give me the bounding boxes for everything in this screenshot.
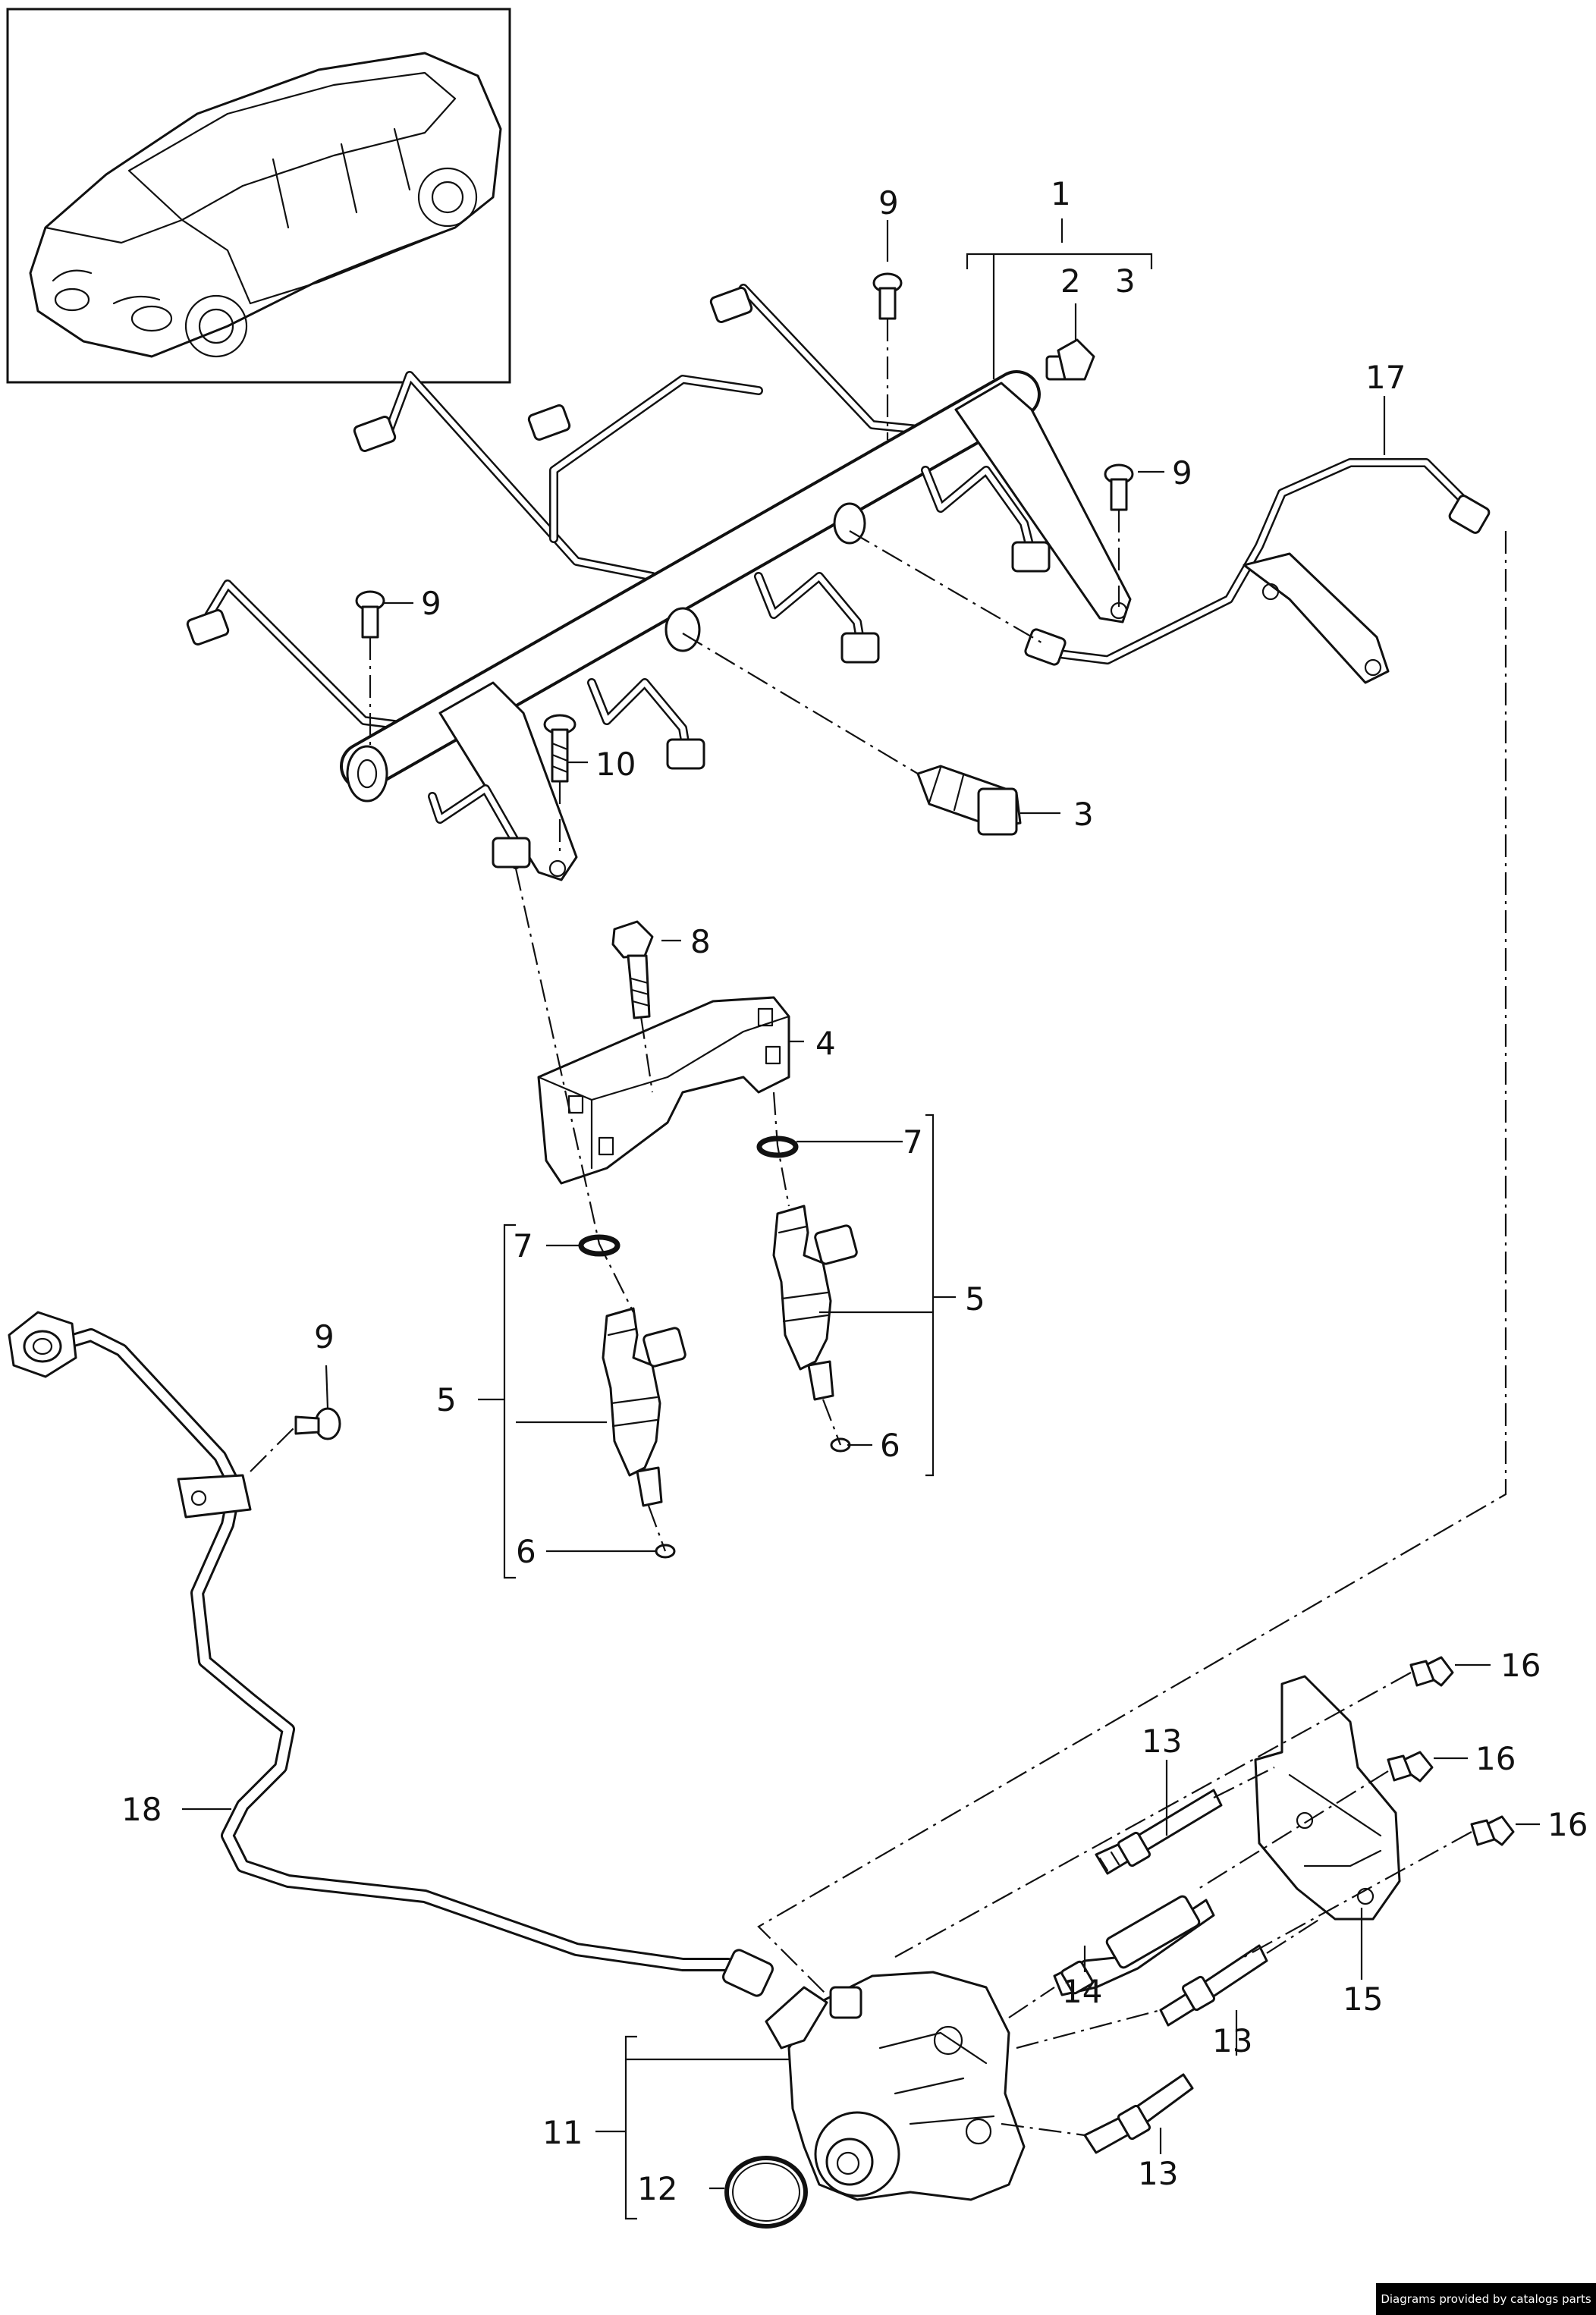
callout-15: 15 xyxy=(1343,1980,1383,2018)
stud-13-bottom xyxy=(1083,2073,1194,2154)
bolt-10 xyxy=(543,714,577,783)
bolt-8 xyxy=(611,920,654,1019)
bracket-4 xyxy=(537,996,790,1185)
injector-5-right xyxy=(772,1205,858,1401)
fuel-rail-assembly xyxy=(186,284,1132,881)
callout-3: 3 xyxy=(1115,262,1136,300)
callout-9: 9 xyxy=(1172,454,1192,492)
callout-9: 9 xyxy=(421,585,441,622)
callout-6: 6 xyxy=(516,1533,536,1570)
bolt-16-bottom xyxy=(1470,1815,1515,1846)
callout-6: 6 xyxy=(880,1427,900,1464)
callout-18: 18 xyxy=(121,1791,162,1828)
stud-13-middle xyxy=(1159,1944,1268,2027)
stud-13-top xyxy=(1095,1789,1223,1875)
callout-labels: 1 2 3 3 4 5 5 6 6 7 7 8 9 9 9 9 10 11 12… xyxy=(121,175,1588,2207)
alignment-lines xyxy=(250,319,1507,2137)
heat-shield-15 xyxy=(1254,1675,1401,1921)
credit-badge: Diagrams provided by catalogs parts xyxy=(1376,2283,1596,2315)
callout-16: 16 xyxy=(1500,1647,1541,1684)
callout-13: 13 xyxy=(1138,2155,1178,2192)
vehicle-thumbnail xyxy=(6,8,511,384)
callout-5: 5 xyxy=(436,1381,457,1418)
callout-17: 17 xyxy=(1365,359,1406,396)
callout-3: 3 xyxy=(1073,796,1094,833)
callout-16: 16 xyxy=(1475,1740,1516,1777)
callout-1: 1 xyxy=(1051,175,1071,212)
bolt-9-right xyxy=(1104,463,1134,511)
fuel-line-17 xyxy=(1024,458,1491,684)
leader-lines xyxy=(182,218,1540,2220)
callout-12: 12 xyxy=(637,2170,677,2207)
callout-13: 13 xyxy=(1212,2022,1252,2059)
callout-16: 16 xyxy=(1547,1806,1588,1843)
pressure-sensor-3 xyxy=(916,765,1022,836)
high-pressure-pump-11 xyxy=(765,1971,1026,2201)
callout-4: 4 xyxy=(815,1025,836,1062)
callout-7: 7 xyxy=(513,1227,533,1264)
callout-9: 9 xyxy=(314,1318,335,1355)
bolt-9-lower xyxy=(294,1407,341,1440)
callout-11: 11 xyxy=(542,2114,583,2151)
bolt-16-middle xyxy=(1387,1751,1434,1783)
callout-14: 14 xyxy=(1062,1973,1102,2010)
callout-8: 8 xyxy=(690,923,711,960)
bolt-16-top xyxy=(1409,1656,1454,1687)
fuel-line-18 xyxy=(8,1311,774,1997)
callout-5: 5 xyxy=(965,1280,985,1318)
o-ring-12 xyxy=(724,2156,808,2229)
callout-10: 10 xyxy=(595,746,636,783)
callout-13: 13 xyxy=(1142,1723,1182,1760)
callout-2: 2 xyxy=(1060,262,1081,300)
callout-9: 9 xyxy=(878,184,899,221)
bolt-9-top xyxy=(872,272,903,320)
callout-7: 7 xyxy=(903,1123,923,1161)
bolt-9-left xyxy=(355,590,385,639)
injector-5-left xyxy=(602,1307,686,1507)
